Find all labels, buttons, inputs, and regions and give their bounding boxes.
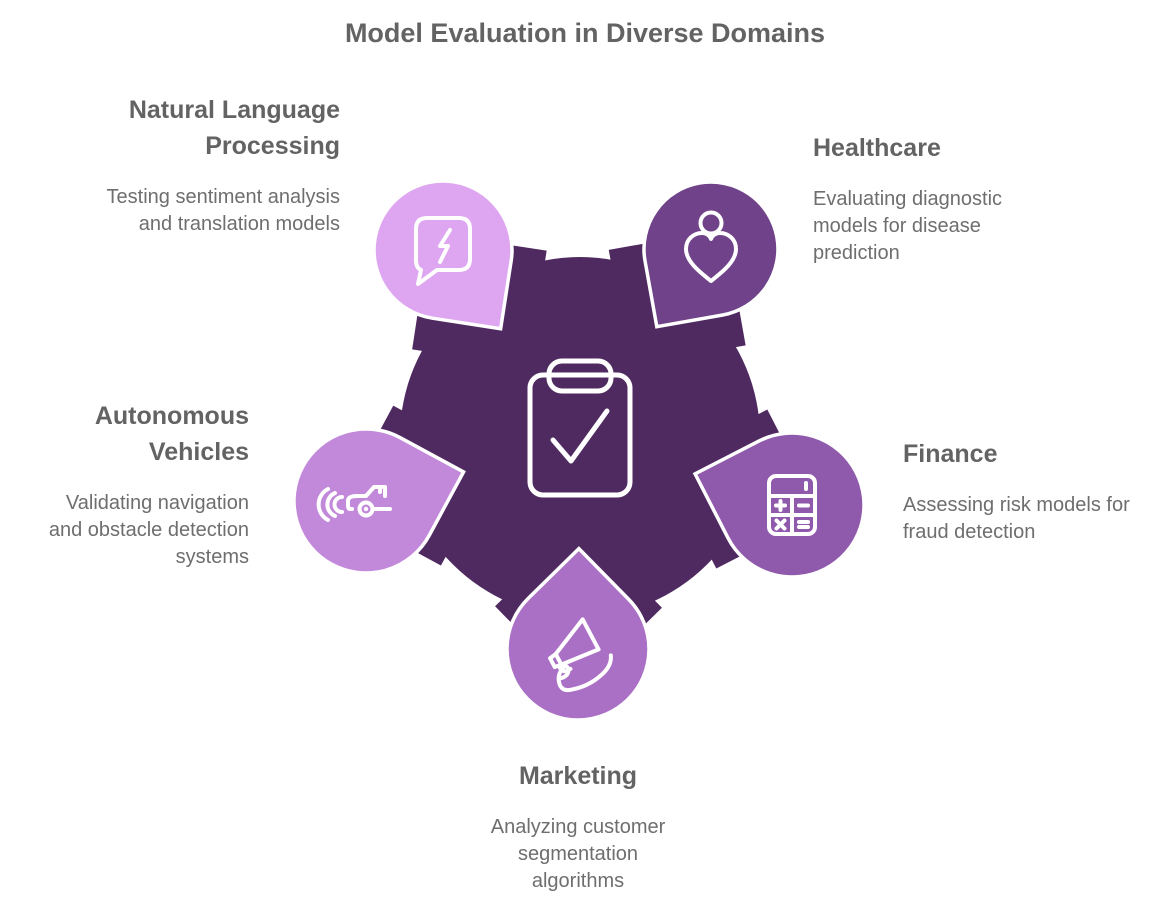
petal-description-finance: Assessing risk models for fraud detectio… <box>903 494 1130 543</box>
label-block-finance: Finance Assessing risk models for fraud … <box>903 436 1133 546</box>
megaphone-hand-icon <box>548 617 613 693</box>
petal-marketing <box>505 546 651 722</box>
label-block-marketing: Marketing Analyzing customer segmentatio… <box>473 758 683 895</box>
petal-title-marketing: Marketing <box>518 762 638 790</box>
petal-title-nlp: Natural Language Processing <box>128 96 340 160</box>
label-block-nlp: Natural Language Processing Testing sent… <box>105 92 340 238</box>
car-signal-icon <box>316 485 392 522</box>
petal-title-finance: Finance <box>903 440 998 468</box>
petal-autonomous-vehicles <box>292 427 466 575</box>
calculator-icon <box>767 474 817 536</box>
petal-description-autonomous-vehicles: Validating navigation and obstacle detec… <box>48 492 249 568</box>
person-heart-icon <box>684 210 738 283</box>
speech-bubble-bolt-icon <box>414 216 472 286</box>
label-block-autonomous-vehicles: Autonomous Vehicles Validating navigatio… <box>29 398 249 571</box>
clipboard-check-icon <box>527 358 633 498</box>
petal-title-autonomous-vehicles: Autonomous Vehicles <box>94 402 249 466</box>
petal-description-nlp: Testing sentiment analysis and translati… <box>106 186 340 235</box>
label-block-healthcare: Healthcare Evaluating diagnostic models … <box>813 130 1033 267</box>
hub-circle <box>400 257 760 617</box>
petal-title-healthcare: Healthcare <box>813 134 941 162</box>
petal-healthcare <box>642 180 780 329</box>
petal-description-healthcare: Evaluating diagnostic models for disease… <box>813 188 1003 264</box>
petal-description-marketing: Analyzing customer segmentation algorith… <box>490 816 666 892</box>
page-title: Model Evaluation in Diverse Domains <box>344 18 826 48</box>
